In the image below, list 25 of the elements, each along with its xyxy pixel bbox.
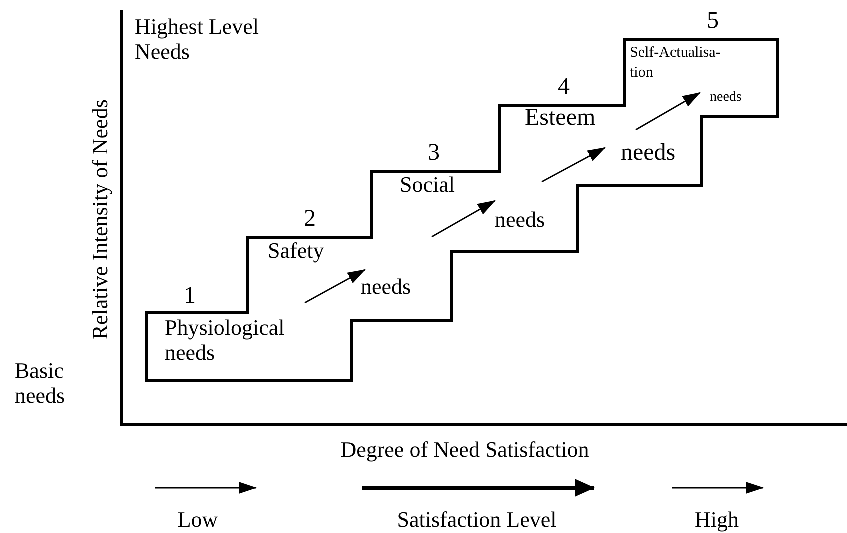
axis-end-label: Basic needs (15, 358, 66, 409)
scale-label: Satisfaction Level (396, 507, 558, 532)
step-label: needs (621, 140, 677, 168)
arrow (636, 92, 701, 131)
arrow (542, 147, 606, 183)
scale-label: Low (176, 507, 220, 532)
step-label: needs (710, 89, 743, 107)
step-number: 3 (428, 140, 441, 168)
axis-title: Degree of Need Satisfaction (340, 437, 590, 462)
step-label: needs (495, 207, 546, 232)
step-number: 2 (304, 206, 317, 234)
step-label: Social (400, 172, 456, 198)
step-label: Self-Actualisa- tion (630, 44, 722, 82)
step-label: Physiological needs (165, 315, 286, 366)
step-label: needs (361, 274, 412, 300)
arrow (304, 269, 366, 304)
step-number: 4 (558, 74, 571, 102)
arrow (432, 200, 496, 238)
step-label: Safety (268, 238, 326, 264)
axis-title: Relative Intensity of Needs (87, 98, 113, 342)
step-label: Esteem (525, 105, 597, 133)
step-number: 5 (707, 8, 720, 36)
step-number: 1 (184, 283, 197, 311)
scale-label: High (694, 507, 740, 532)
axis-end-label: Highest Level Needs (135, 14, 260, 65)
